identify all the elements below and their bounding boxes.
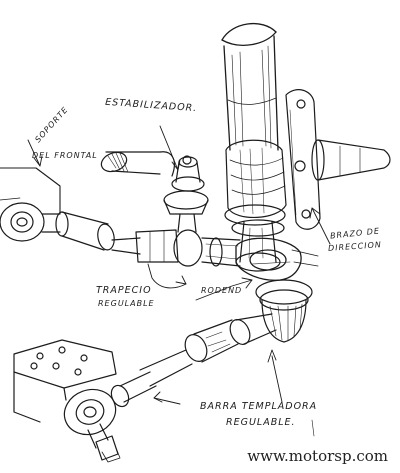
trapecio-arm — [0, 202, 141, 255]
mounting-plate — [285, 89, 321, 230]
spindle-cone — [311, 139, 391, 181]
trapecio-label-line2: REGULABLE — [98, 299, 155, 308]
stabilizer-link — [163, 155, 209, 233]
barra-label-line2: REGULABLE. — [226, 417, 296, 428]
strut-tube — [221, 22, 279, 151]
lower-mount-block — [13, 339, 117, 423]
trapecio-label-line1: TRAPECIO — [96, 285, 152, 296]
arm-joint — [135, 229, 241, 267]
rod-end-joint — [235, 237, 319, 281]
upright-body — [224, 139, 287, 237]
front-mount-block — [0, 167, 61, 215]
barra-label-line1: BARRA TEMPLADORA — [200, 401, 318, 412]
lower-rod-end — [63, 388, 121, 463]
barra-templadora — [110, 313, 277, 408]
watermark-text: www.motorsp.com — [247, 447, 388, 465]
rodend-label: RODEND — [201, 286, 243, 295]
soporte-label-line2: DEL FRONTAL — [32, 151, 98, 160]
lower-ball-joint — [255, 279, 313, 343]
leader-lines — [27, 125, 331, 437]
stabilizer-bar — [100, 151, 175, 177]
